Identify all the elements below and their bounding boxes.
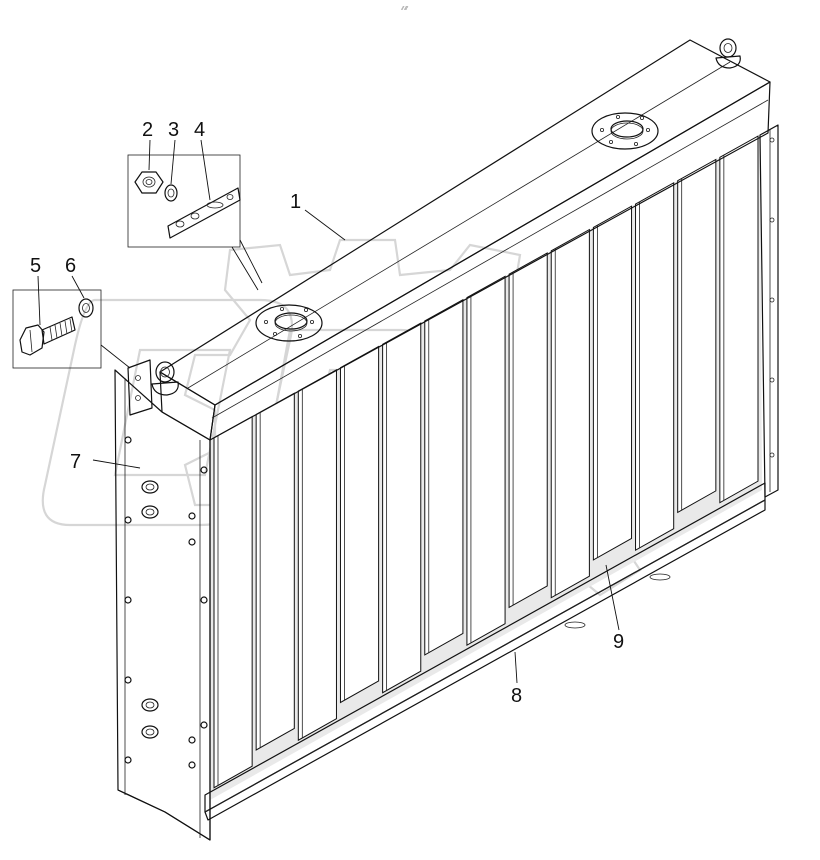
- frame-bolt: [188, 538, 196, 546]
- callout-5: 5: [30, 255, 41, 277]
- frame-bolt: [200, 721, 208, 729]
- lifting-eye-rear: [715, 38, 741, 69]
- frame-bolt: [124, 596, 132, 604]
- fin-panel: [339, 345, 380, 704]
- callout-labels: 2 3 4 5 6 1 7 8 9 ⁄⁄ ⁄⁄⁄: [30, 6, 624, 707]
- fin-panel: [382, 322, 422, 694]
- fin-panel: [255, 392, 295, 751]
- lifting-eye-front: [151, 361, 179, 396]
- fin-panel: [635, 182, 675, 552]
- tank-bracket: [127, 359, 153, 416]
- fin-panel: [424, 298, 464, 656]
- callout-9: 9: [613, 631, 624, 653]
- top-note: ⁄⁄ ⁄⁄⁄: [400, 6, 409, 12]
- callout-2: 2: [142, 119, 153, 141]
- lock-plate-icon: [167, 187, 241, 239]
- frame-bolt: [124, 676, 132, 684]
- left-frame-bolt-row: [124, 436, 208, 769]
- detail-box-nut-washer-plate: [127, 154, 263, 291]
- callout-7: 7: [70, 451, 81, 473]
- nozzle-lower-2: [141, 725, 159, 739]
- frame-bolt: [124, 516, 132, 524]
- callout-1: 1: [290, 191, 301, 213]
- frame-bolt: [769, 452, 775, 458]
- fin-panel: [466, 275, 506, 647]
- nozzle-upper-2: [141, 505, 159, 519]
- frame-bolt: [769, 297, 775, 303]
- fin-panel: [213, 415, 253, 789]
- frame-bolt: [769, 217, 775, 223]
- nut-icon: [134, 171, 164, 194]
- radiator-core: [210, 135, 762, 800]
- fin-panel: [297, 369, 337, 742]
- detail-box-bolt-washer: [12, 289, 131, 369]
- callout-4: 4: [194, 119, 205, 141]
- frame-bolt: [124, 756, 132, 764]
- fin-columns: [213, 135, 759, 789]
- callout-leaders: [37, 139, 620, 684]
- spring-washer-icon: [78, 298, 94, 318]
- frame-bolt: [188, 761, 196, 769]
- nozzle-lower-1: [141, 698, 159, 712]
- inlet-flange-rear: [591, 112, 659, 150]
- frame-bolt: [188, 512, 196, 520]
- bolt-icon: [19, 316, 76, 356]
- callout-3: 3: [168, 119, 179, 141]
- fin-panel: [550, 228, 590, 599]
- top-tank: [127, 38, 771, 441]
- nozzle-upper-1: [141, 480, 159, 494]
- bottom-rail: [204, 482, 766, 821]
- frame-bolt: [124, 436, 132, 444]
- callout-8: 8: [511, 685, 522, 707]
- washer-icon: [164, 184, 178, 202]
- inlet-flange-front: [255, 304, 323, 342]
- frame-bolt: [769, 137, 775, 143]
- left-side-frame: [114, 369, 211, 841]
- frame-bolt: [200, 596, 208, 604]
- fin-panel: [719, 135, 759, 504]
- fin-panel: [592, 205, 633, 561]
- fin-panel: [677, 158, 717, 514]
- watermark-gear: [183, 238, 692, 617]
- right-side-frame: [759, 124, 779, 498]
- frame-bolt: [769, 377, 775, 383]
- right-frame-bolt-row: [769, 137, 775, 458]
- frame-bolt: [188, 736, 196, 744]
- fin-panel: [508, 252, 548, 609]
- callout-6: 6: [65, 255, 76, 277]
- frame-bolt: [200, 466, 208, 474]
